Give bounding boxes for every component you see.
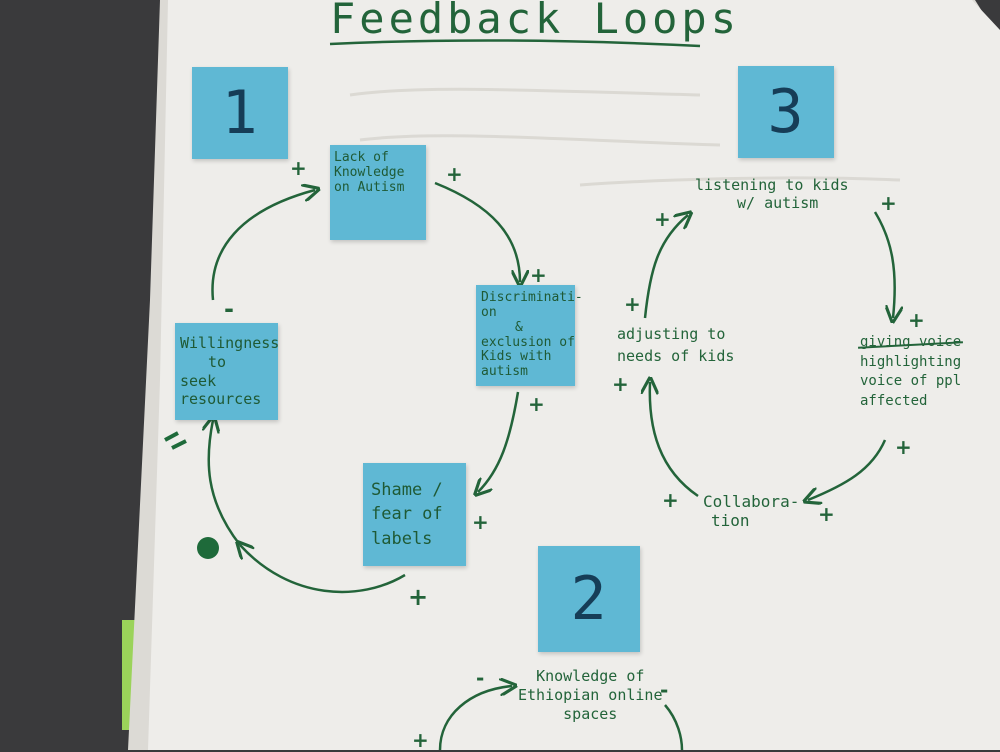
- disc-line-6: autism: [481, 364, 528, 380]
- disc-line-4: exclusion of: [481, 334, 575, 350]
- note-willingness: Willingness to seek resources: [175, 323, 280, 420]
- disc-line-3: &: [515, 319, 523, 335]
- arrow-willingness-to-lack: [211, 190, 315, 301]
- sign-adjusting-bottom: +: [612, 372, 629, 396]
- loop2-number: 2: [570, 564, 608, 634]
- sign-collaboration-right: +: [818, 502, 835, 526]
- loop1-arrows: [209, 181, 520, 594]
- disc-line-2: on: [481, 304, 497, 320]
- loop3-number: 3: [767, 77, 805, 147]
- loop3-arrows: [645, 212, 895, 500]
- arrow-loop2-right: [664, 704, 684, 750]
- arrow-shame-to-circle: [240, 545, 406, 594]
- disc-line-1: Discriminati-: [481, 289, 583, 305]
- sign-shame-right: +: [472, 510, 489, 534]
- giving-voice-label: giving voice: [860, 333, 961, 353]
- sign-loop2-right: -: [660, 678, 669, 702]
- loop1-number: 1: [221, 78, 259, 148]
- knowledge-line-1: Knowledge of: [536, 667, 645, 685]
- arrow-lack-to-discrimination: [434, 181, 520, 282]
- will-line-1: Willingness: [180, 334, 280, 352]
- sign-highlighting-bottom: +: [895, 435, 912, 459]
- collaboration-line-1: Collabora-: [703, 492, 800, 511]
- listening-line-1: listening to kids: [695, 176, 849, 194]
- note-lack-of-knowledge: Lack of Knowledge on Autism: [330, 145, 426, 240]
- highlighting-line-2: voice of ppl: [860, 373, 962, 390]
- listening-line-2: w/ autism: [737, 194, 819, 212]
- arrow-loop2-left: [438, 686, 512, 750]
- adjusting-text: adjusting to needs of kids: [617, 324, 734, 368]
- listening-text: listening to kids w/ autism: [695, 176, 849, 212]
- loop2-number-note: 2: [538, 546, 640, 652]
- arrow-listening-to-giving-voice: [873, 211, 895, 318]
- sign-lack-left: +: [290, 156, 307, 180]
- adjusting-line-1: adjusting to: [617, 325, 726, 343]
- shame-line-1: Shame /: [371, 479, 443, 500]
- arrow-adjusting-to-listening: [643, 215, 688, 319]
- green-dot: [197, 537, 219, 559]
- sign-listening-right: +: [880, 191, 897, 215]
- sign-lack-right: +: [446, 162, 463, 186]
- loop2-arrows: [438, 686, 684, 750]
- loop1-number-note: 1: [192, 67, 288, 159]
- shame-line-2: fear of: [371, 504, 443, 525]
- loop3-number-note: 3: [738, 66, 834, 158]
- lack-line-3: on Autism: [334, 179, 405, 195]
- sign-listening-left: +: [654, 207, 671, 231]
- collaboration-line-2: tion: [711, 511, 750, 531]
- lack-line-2: Knowledge: [334, 164, 405, 180]
- highlighting-line-3: affected: [860, 392, 928, 409]
- scribble-mark: [164, 431, 187, 450]
- knowledge-line-3: spaces: [563, 704, 618, 723]
- sign-loop2-bottom: +: [412, 728, 429, 752]
- sign-giving-voice: +: [908, 308, 925, 332]
- arrow-collaboration-to-adjusting: [650, 382, 699, 498]
- note-shame: Shame / fear of labels: [363, 463, 466, 566]
- knowledge-line-2: Ethiopian online: [518, 685, 663, 704]
- highlighting-line-1: highlighting: [860, 353, 962, 370]
- collaboration-text: Collabora- tion: [703, 492, 799, 530]
- giving-voice-struck: giving voice: [860, 333, 961, 353]
- highlighting-text: giving voice highlighting voice of ppl a…: [860, 333, 961, 411]
- note-discrimination: Discriminati- on & exclusion of Kids wit…: [476, 285, 583, 386]
- shame-line-3: labels: [371, 528, 433, 549]
- disc-line-5: Kids with: [481, 349, 552, 365]
- arrow-highlighting-to-collaboration: [808, 439, 887, 500]
- adjusting-line-2: needs of kids: [617, 346, 735, 365]
- sign-loop2-left: -: [476, 666, 485, 690]
- arrow-discrimination-to-shame: [478, 391, 520, 492]
- sign-willingness-top: -: [224, 295, 234, 323]
- will-line-3: seek: [180, 371, 217, 390]
- page-title: Feedback Loops: [330, 0, 741, 43]
- bleed-through-text: [349, 87, 901, 187]
- will-line-4: resources: [180, 390, 262, 409]
- lack-line-1: Lack of: [334, 150, 389, 165]
- title-underline: [329, 39, 701, 48]
- sign-adjusting-top: +: [624, 292, 641, 316]
- arrow-circle-to-willingness: [209, 420, 241, 546]
- sign-collaboration-left: +: [662, 488, 679, 512]
- will-line-2: to: [208, 352, 227, 371]
- sign-shame-bottom: +: [408, 583, 429, 611]
- sign-discrimination-bottom: +: [528, 392, 545, 416]
- knowledge-ethiopian-text: Knowledge of Ethiopian online spaces: [518, 667, 663, 723]
- sign-discrimination-top: +: [530, 263, 547, 287]
